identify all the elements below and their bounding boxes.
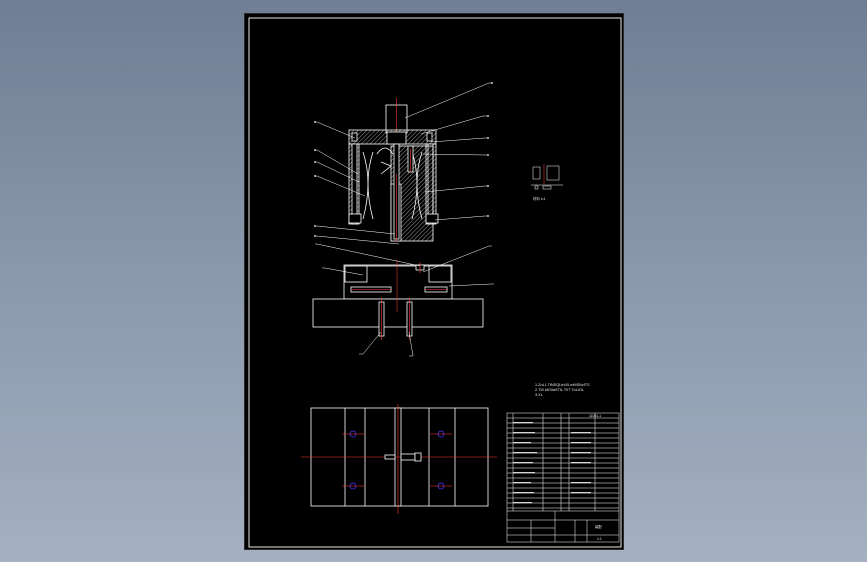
lower-die-section — [312, 260, 484, 340]
tech-note-3: 3.XL — [535, 393, 543, 397]
title-block-scale: 1:1 — [597, 537, 602, 541]
inner-frame — [248, 17, 622, 548]
detail-view — [531, 164, 563, 190]
detail-label: 材料 t=1 — [533, 196, 546, 201]
cad-drawing: 材料 t=1 1.ZnLL TtNSQLtnIXLmMSNzITS 2.TM b… — [248, 17, 622, 548]
plan-view — [301, 404, 497, 514]
title-block-name: 装配 — [595, 524, 602, 529]
parts-list — [506, 412, 620, 543]
drawing-number: 11001-1 — [589, 414, 601, 418]
part-numbers-upper — [314, 82, 493, 237]
upper-die-section — [348, 98, 439, 242]
technical-notes: 1.ZnLL TtNSQLtnIXLmMSNzITS 2.TM bKSIaSTI… — [535, 383, 590, 397]
parts-list-fill — [513, 422, 591, 504]
tech-note-2: 2.TM bKSIaSTIL TlIT TnLtOL — [535, 388, 584, 392]
drawing-sheet: 材料 t=1 1.ZnLL TtNSQLtnIXLmMSNzITS 2.TM b… — [244, 13, 624, 550]
leader-lines-upper — [315, 82, 492, 245]
tech-note-1: 1.ZnLL TtNSQLtnIXLmMSNzITS — [535, 383, 590, 387]
leader-lines-lower — [315, 243, 494, 357]
